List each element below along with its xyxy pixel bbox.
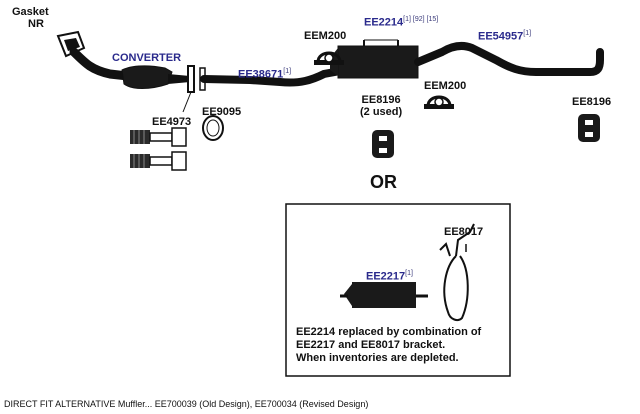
clamp-eem200-left [314,51,344,65]
label-ee2214: EE2214[1] [92] [15] [364,14,438,29]
label-ee38671-text: EE38671 [238,68,284,81]
label-ee54957: EE54957[1] [478,28,531,43]
label-nr: NR [28,18,44,30]
label-ee2214-text: EE2214 [364,16,404,29]
catalytic-converter [121,65,190,89]
label-or: OR [370,172,397,192]
label-ee8196-right: EE8196 [572,96,612,108]
label-ee8196-center-part: EE8196 [361,94,401,106]
front-pipe [69,47,133,81]
label-ee4973: EE4973 [152,116,192,128]
label-ee54957-text: EE54957 [478,30,524,43]
gasket-ee9095 [202,115,224,141]
label-ee54957-ref: [1] [523,30,532,37]
label-eem200-left: EEM200 [304,30,347,42]
label-ee2217-ref: [1] [405,270,413,277]
intermediate-pipe [200,66,350,87]
label-ee9095: EE9095 [202,106,242,118]
note-line-1: EE2214 replaced by combination of [296,326,482,338]
label-ee2217-text: EE2217 [366,270,406,283]
clamp-eem200-right [424,95,454,109]
inlet-flange [56,30,86,58]
bracket-ee8017 [439,223,475,321]
label-ee38671: EE38671[1] [238,66,291,81]
note-line-2: EE2217 and EE8017 bracket. [296,339,446,351]
hanger-ee8196-center [372,130,394,158]
label-ee8196-center: EE8196 (2 used) [360,94,402,118]
label-ee8017: EE8017 [444,226,484,238]
muffler-ee2214 [330,39,419,79]
note-line-3: When inventories are depleted. [296,352,459,364]
label-ee2214-refs: [1] [92] [15] [403,16,439,23]
label-ee2217: EE2217[1] [366,268,413,283]
gasket-ring [187,65,195,93]
label-ee8196-center-sub: (2 used) [360,106,403,118]
bolt-upper [130,127,187,147]
label-converter: CONVERTER [112,52,182,64]
replacement-note: EE2214 replaced by combination of EE2217… [296,326,481,365]
label-ee38671-ref: [1] [283,68,292,75]
label-gasket: Gasket [12,6,49,18]
footer-caption: DIRECT FIT ALTERNATIVE Muffler... EE7000… [4,399,369,409]
muffler-ee2217 [340,282,428,308]
label-eem200-right: EEM200 [424,80,467,92]
hanger-ee8196-right [578,114,600,142]
bolt-lower [130,151,187,171]
tail-pipe [414,41,604,76]
